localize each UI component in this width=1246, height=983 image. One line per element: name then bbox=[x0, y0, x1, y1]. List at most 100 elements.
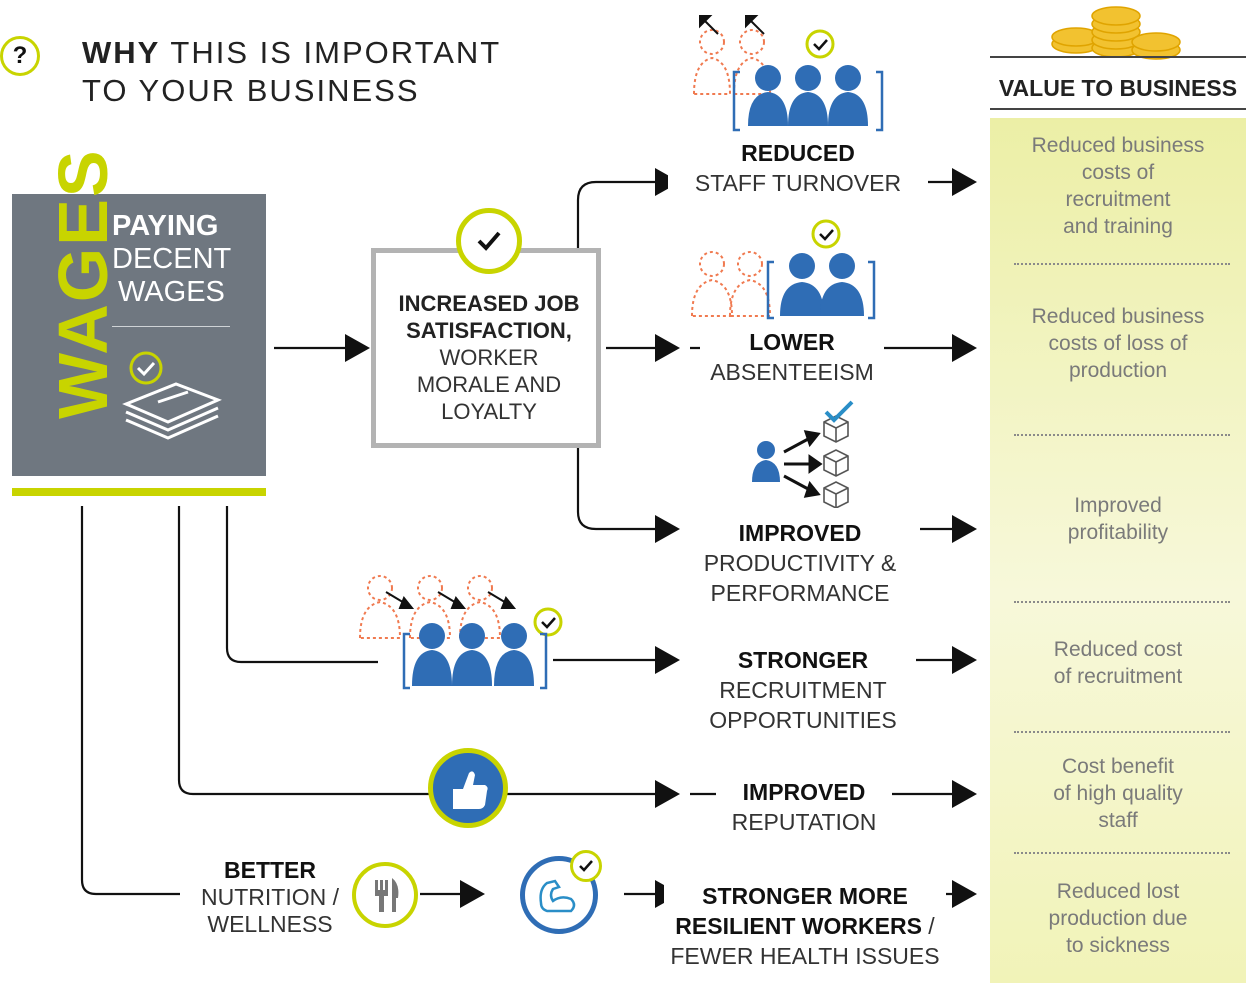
nutrition-line3: WELLNESS bbox=[207, 911, 333, 937]
wages-line3: WAGES bbox=[118, 276, 225, 308]
value-line: costs of loss of bbox=[1048, 332, 1188, 355]
value-line: costs of bbox=[1081, 161, 1155, 184]
recruitment-text1: RECRUITMENT bbox=[719, 677, 887, 703]
value-line: Reduced business bbox=[1031, 134, 1205, 157]
check-icon bbox=[570, 850, 602, 882]
outcome-reputation: IMPROVED REPUTATION bbox=[716, 777, 892, 837]
arrowhead-icon bbox=[952, 515, 977, 543]
arrowhead-icon bbox=[655, 168, 680, 196]
wages-line1: PAYING bbox=[112, 210, 219, 242]
value-line: Reduced business bbox=[1031, 305, 1205, 328]
wages-underline-bar bbox=[12, 488, 266, 496]
money-stack-icon bbox=[122, 351, 222, 440]
people-group-icon bbox=[690, 219, 876, 320]
arrowheads bbox=[345, 168, 977, 908]
value-item: Reduced cost of recruitment bbox=[1000, 636, 1236, 690]
nutrition-label: BETTER NUTRITION / WELLNESS bbox=[180, 857, 360, 938]
value-item: Reduced business costs of recruitment an… bbox=[1000, 132, 1236, 240]
flexed-arm-icon bbox=[520, 856, 598, 934]
people-group-icon bbox=[358, 575, 563, 690]
value-divider bbox=[1014, 263, 1230, 265]
arrowhead-icon bbox=[952, 880, 977, 908]
value-line: of high quality bbox=[1053, 782, 1183, 805]
value-item: Cost benefit of high quality staff bbox=[1000, 753, 1236, 834]
value-line: profitability bbox=[1067, 521, 1169, 544]
arrowhead-icon bbox=[460, 880, 485, 908]
arrowhead-icon bbox=[952, 646, 977, 674]
job-bold1: INCREASED JOB bbox=[398, 291, 580, 316]
value-line: Improved bbox=[1074, 494, 1162, 517]
value-header: VALUE TO BUSINESS bbox=[998, 75, 1238, 101]
outcome-resilient: STRONGER MORE RESILIENT WORKERS / FEWER … bbox=[664, 881, 946, 971]
arrowhead-icon bbox=[655, 334, 680, 362]
value-line: to sickness bbox=[1066, 934, 1170, 957]
ghost-people-icon bbox=[358, 575, 502, 639]
job-satisfaction-text: INCREASED JOB SATISFACTION, WORKER MORAL… bbox=[376, 290, 602, 425]
productivity-bold: IMPROVED bbox=[738, 520, 862, 546]
wages-box bbox=[12, 194, 266, 476]
arrowhead-icon bbox=[345, 334, 370, 362]
ghost-people-icon bbox=[692, 29, 772, 95]
value-divider bbox=[1014, 434, 1230, 436]
ghost-people-icon bbox=[690, 251, 772, 317]
value-line: staff bbox=[1098, 809, 1138, 832]
wages-divider bbox=[112, 326, 230, 327]
people-group-icon bbox=[692, 15, 884, 132]
value-line: Reduced cost bbox=[1053, 638, 1183, 661]
resilient-text: FEWER HEALTH ISSUES bbox=[670, 943, 940, 969]
check-icon bbox=[456, 208, 522, 274]
value-header-rule-bottom bbox=[990, 108, 1246, 110]
page-title: WHY THIS IS IMPORTANT TO YOUR BUSINESS bbox=[82, 34, 501, 110]
job-line4: MORALE AND bbox=[416, 372, 562, 397]
value-item: Improved profitability bbox=[1000, 492, 1236, 546]
outcome-productivity: IMPROVED PRODUCTIVITY & PERFORMANCE bbox=[680, 518, 920, 608]
value-column bbox=[990, 118, 1246, 983]
arrowhead-icon bbox=[655, 515, 680, 543]
task-boxes-icon bbox=[752, 400, 854, 508]
reputation-text: REPUTATION bbox=[731, 809, 877, 835]
resilient-bold2: RESILIENT WORKERS bbox=[675, 913, 922, 939]
gold-coins-icon bbox=[1051, 6, 1181, 60]
absenteeism-text: ABSENTEEISM bbox=[710, 359, 874, 385]
value-divider bbox=[1014, 731, 1230, 733]
value-divider bbox=[1014, 601, 1230, 603]
value-line: production due bbox=[1048, 907, 1188, 930]
nutrition-bold: BETTER bbox=[224, 857, 316, 883]
arrowhead-icon bbox=[952, 780, 977, 808]
nutrition-line2: NUTRITION / bbox=[201, 884, 339, 910]
value-line: and training bbox=[1063, 215, 1173, 238]
outcome-absenteeism: LOWER ABSENTEEISM bbox=[700, 327, 884, 387]
value-divider bbox=[1014, 852, 1230, 854]
wages-line2: DECENT bbox=[112, 243, 232, 275]
job-line3: WORKER bbox=[439, 345, 539, 370]
question-icon: ? bbox=[0, 36, 40, 76]
reputation-bold: IMPROVED bbox=[742, 779, 866, 805]
title-line1: THIS IS IMPORTANT bbox=[170, 35, 502, 70]
absenteeism-bold: LOWER bbox=[749, 329, 835, 355]
title-line2: TO YOUR BUSINESS bbox=[82, 73, 420, 108]
job-bold2: SATISFACTION, bbox=[406, 318, 572, 343]
outcome-turnover: REDUCED STAFF TURNOVER bbox=[668, 138, 928, 198]
recruitment-text2: OPPORTUNITIES bbox=[709, 707, 897, 733]
value-line: production bbox=[1068, 359, 1168, 382]
value-item: Reduced business costs of loss of produc… bbox=[1000, 303, 1236, 384]
turnover-text: STAFF TURNOVER bbox=[694, 170, 902, 196]
recruitment-bold: STRONGER bbox=[737, 647, 869, 673]
arrowhead-icon bbox=[655, 646, 680, 674]
productivity-text1: PRODUCTIVITY & bbox=[703, 550, 897, 576]
outcome-recruitment: STRONGER RECRUITMENT OPPORTUNITIES bbox=[690, 645, 916, 735]
wages-vertical-word: WAGES bbox=[44, 148, 122, 419]
resilient-slash: / bbox=[921, 913, 935, 939]
arrowhead-icon bbox=[952, 334, 977, 362]
arrowhead-icon bbox=[655, 780, 680, 808]
arrowhead-icon bbox=[952, 168, 977, 196]
value-line: Reduced lost bbox=[1056, 880, 1180, 903]
value-item: Reduced lost production due to sickness bbox=[1000, 878, 1236, 959]
resilient-bold1: STRONGER MORE bbox=[702, 883, 908, 909]
cutlery-icon bbox=[352, 862, 418, 928]
title-bold: WHY bbox=[82, 35, 161, 70]
turnover-bold: REDUCED bbox=[741, 140, 855, 166]
value-line: Cost benefit bbox=[1061, 755, 1175, 778]
value-header-rule-top bbox=[990, 56, 1246, 58]
